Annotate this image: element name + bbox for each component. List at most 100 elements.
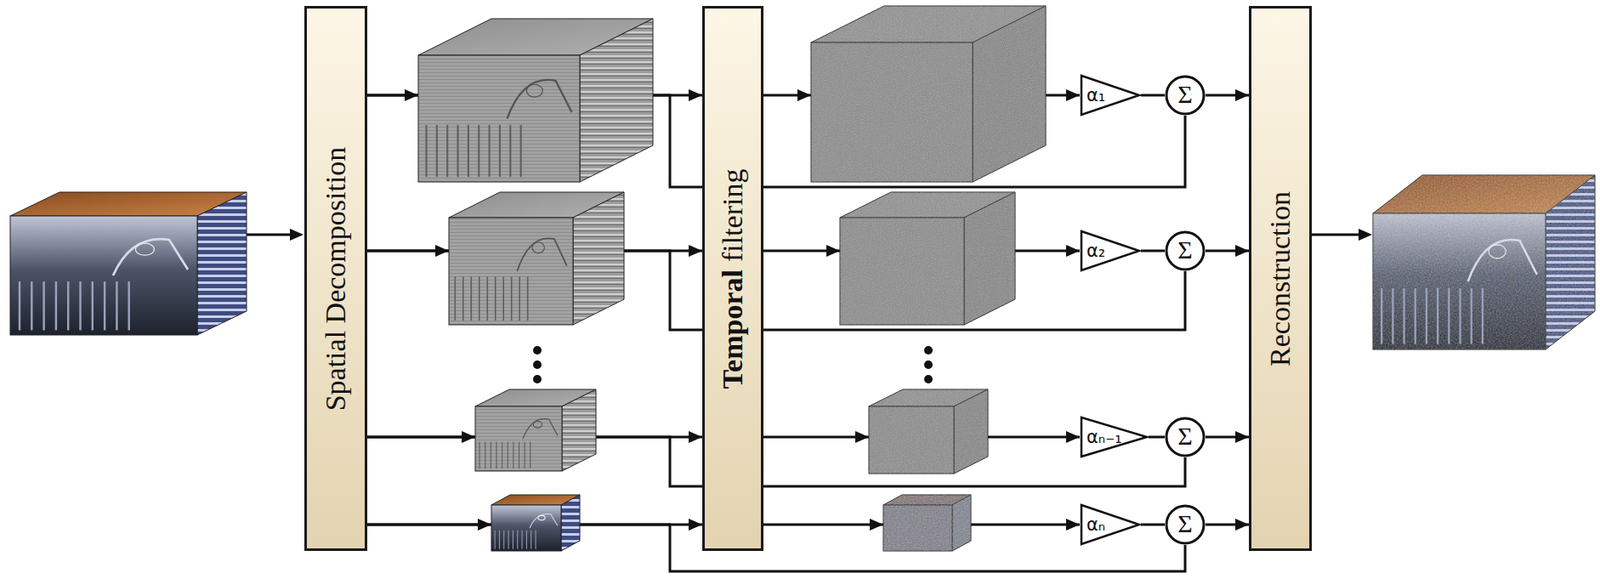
lens-rib <box>1447 288 1450 345</box>
lens-rib <box>494 276 497 321</box>
lens-rib <box>1380 288 1383 345</box>
camera-dial <box>526 84 543 97</box>
arrow-head <box>404 89 419 102</box>
lens-rib <box>446 124 449 177</box>
lens-rib <box>67 281 69 330</box>
lens-rib <box>470 276 472 321</box>
camera-dial <box>135 243 154 256</box>
arrow-head <box>826 244 840 257</box>
camera-outline <box>529 513 558 528</box>
triangle-shape <box>1081 417 1147 457</box>
spatial-decomposition-block: Spatial Decomposition <box>304 5 368 551</box>
noise-texture <box>868 406 954 474</box>
signal-connector <box>1205 249 1249 253</box>
lens-rib <box>495 442 497 469</box>
noise-texture <box>952 494 971 551</box>
arrow-head <box>855 431 869 443</box>
lens-rib <box>127 281 130 330</box>
noise-texture <box>883 504 953 551</box>
ellipsis-dot <box>924 360 933 369</box>
cube-front-face <box>811 42 973 182</box>
gain-label: αₙ <box>1086 514 1106 535</box>
signal-connector <box>1205 436 1249 439</box>
gain-label: α₁ <box>1086 85 1106 106</box>
lens-rib <box>516 530 518 550</box>
video-cube <box>1373 175 1595 350</box>
summation-circle: Σ <box>1164 416 1206 458</box>
arrow-head <box>461 431 476 443</box>
circle-shape <box>1166 505 1204 544</box>
cube-front-face <box>883 504 953 551</box>
camera-dial <box>532 242 545 254</box>
block-label: Spatial Decomposition <box>319 146 352 411</box>
lens-rib <box>526 530 528 550</box>
lens-rib <box>467 124 470 177</box>
lens-rib <box>527 276 529 321</box>
ellipsis-dot <box>533 374 542 384</box>
lens-rib <box>507 442 509 469</box>
block-label: Temporal <box>716 269 749 389</box>
video-cube <box>839 192 1016 325</box>
gain-label: αₙ₋₁ <box>1086 426 1123 448</box>
sum-symbol: Σ <box>1177 235 1192 265</box>
video-cube <box>448 192 625 325</box>
signal-connector <box>1140 523 1165 527</box>
cube-front-face <box>868 406 954 474</box>
lens-rib <box>1458 288 1461 345</box>
lens-rib <box>479 442 481 469</box>
reconstruction-block: Reconstruction <box>1248 5 1312 551</box>
lens-rib <box>530 530 532 550</box>
lens-rib <box>509 124 511 177</box>
lens-rib <box>524 442 526 469</box>
cube-front-face <box>418 55 580 182</box>
lens-rib <box>1470 288 1473 345</box>
ellipsis-dot <box>533 346 542 355</box>
lens-rib <box>30 281 33 330</box>
lens-rib <box>494 530 496 550</box>
signal-connector <box>1140 249 1165 253</box>
cube-front-face <box>1373 213 1546 350</box>
lens-rib <box>478 276 481 321</box>
lens-rib <box>18 281 21 330</box>
lens-rib <box>503 530 505 550</box>
lens-rib <box>521 530 523 550</box>
vertical-label: Spatial Decomposition <box>319 146 352 411</box>
triangle-shape <box>1081 231 1140 271</box>
lens-rib <box>1425 288 1428 345</box>
amplifier-triangle: αₙ <box>1079 503 1141 546</box>
video-cube <box>868 389 988 474</box>
lens-rib <box>499 530 500 550</box>
video-cube <box>418 18 653 182</box>
cube-side-face <box>579 18 653 182</box>
arrow-head <box>797 89 812 102</box>
cube-front-face <box>839 217 965 325</box>
lens-rib <box>518 276 521 321</box>
video-cube <box>475 389 596 471</box>
lens-rib <box>477 124 480 177</box>
circle-shape <box>1166 232 1204 270</box>
cube-front-face <box>491 504 562 551</box>
triangle-shape <box>1081 75 1140 115</box>
lens-rib <box>510 276 513 321</box>
signal-connector <box>1205 523 1249 527</box>
video-cube <box>811 5 1046 182</box>
cube-side-face <box>573 192 625 325</box>
lens-rib <box>425 124 427 177</box>
temporal-filter-block: Temporalfiltering <box>702 5 764 551</box>
arrow-head <box>435 244 449 257</box>
lens-rib <box>520 124 522 177</box>
lens-rib <box>535 530 537 550</box>
noise-texture <box>964 192 1016 325</box>
noise-texture <box>811 42 973 182</box>
sum-symbol: Σ <box>1177 79 1192 109</box>
cube-front-face <box>475 406 562 471</box>
summation-circle: Σ <box>1164 504 1206 545</box>
lens-rib <box>486 276 488 321</box>
signal-connector <box>1205 94 1249 97</box>
amplifier-triangle: αₙ₋₁ <box>1079 415 1149 459</box>
video-cube <box>883 494 971 551</box>
arrow-head <box>1358 228 1373 241</box>
video-cube <box>10 192 247 335</box>
vertical-label: Temporalfiltering <box>716 168 749 389</box>
